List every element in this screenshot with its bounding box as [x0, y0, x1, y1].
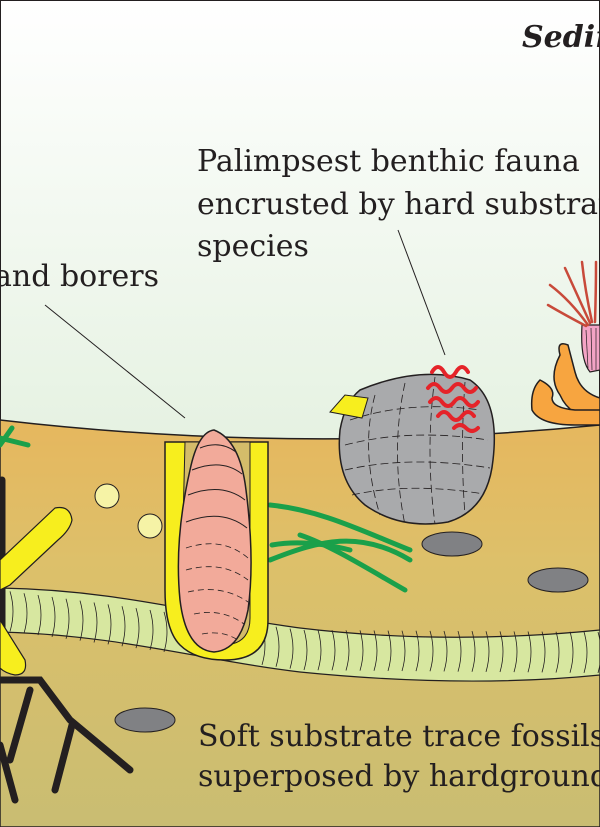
label-borers: and borers — [0, 259, 159, 294]
boring-bivalve — [164, 429, 269, 661]
label-soft-substrate-line-1: Soft substrate trace fossils — [198, 719, 600, 754]
burrow-ring — [597, 631, 600, 674]
burrow-ring — [275, 626, 280, 667]
burrow-ring — [37, 594, 42, 636]
burrow-ring — [51, 596, 56, 638]
burrow-ring — [527, 631, 532, 673]
burrow-ring — [513, 631, 518, 673]
burrow-ring — [303, 629, 308, 671]
burrow-ring — [401, 630, 406, 672]
burrow-ring — [583, 631, 588, 673]
leader-line-palimpsest — [397, 229, 446, 356]
green-trace-marker — [0, 425, 31, 448]
pebbles — [114, 531, 589, 733]
orange-encruster — [530, 343, 600, 426]
burrow-ring — [93, 602, 98, 643]
diagram-title: Sedim — [522, 20, 600, 55]
label-palimpsest-line-3: species — [197, 229, 309, 264]
burrow-ring — [569, 631, 574, 673]
burrow-ring — [23, 593, 28, 634]
burrow-ring — [79, 600, 84, 641]
burrow-ring — [331, 630, 336, 671]
ooid-grains — [94, 483, 163, 539]
burrow-ring — [317, 630, 322, 671]
green-trace-fossils — [267, 502, 413, 593]
label-soft-substrate-line-2: superposed by hardground — [198, 759, 600, 794]
burrow-ring — [429, 630, 434, 672]
burrow-ring — [107, 604, 112, 645]
burrow-ring — [541, 631, 546, 673]
label-palimpsest-line-2: encrusted by hard substrate — [197, 187, 600, 222]
palimpsest-shell — [329, 365, 496, 526]
burrow-ring — [555, 631, 560, 673]
burrow-ring — [9, 591, 14, 632]
yellow-encruster — [329, 394, 369, 419]
burrow-ring — [471, 631, 476, 672]
burrow-ring — [135, 608, 140, 649]
burrow-ring — [359, 630, 364, 671]
burrow-ring — [387, 630, 392, 671]
burrow-ring — [457, 630, 462, 672]
label-palimpsest-line-1: Palimpsest benthic fauna — [197, 144, 580, 179]
burrow-ring — [121, 606, 126, 647]
burrow-ring — [289, 628, 294, 669]
burrow-ring — [443, 630, 448, 672]
yellow-trace-fossil — [0, 506, 73, 676]
burrow-ring — [345, 630, 350, 671]
burrow-ring — [373, 630, 378, 671]
burrow-ring — [163, 611, 168, 652]
burrow-ring — [415, 630, 420, 672]
leader-line-borers — [44, 304, 186, 419]
burrow-ring — [485, 631, 490, 672]
burrow-ring — [65, 598, 70, 639]
burrow-ring — [149, 609, 154, 651]
bivalve-shell — [177, 429, 252, 653]
burrow-ring — [499, 631, 504, 673]
red-bryozoan — [426, 365, 480, 433]
pink-anemone — [546, 260, 600, 373]
